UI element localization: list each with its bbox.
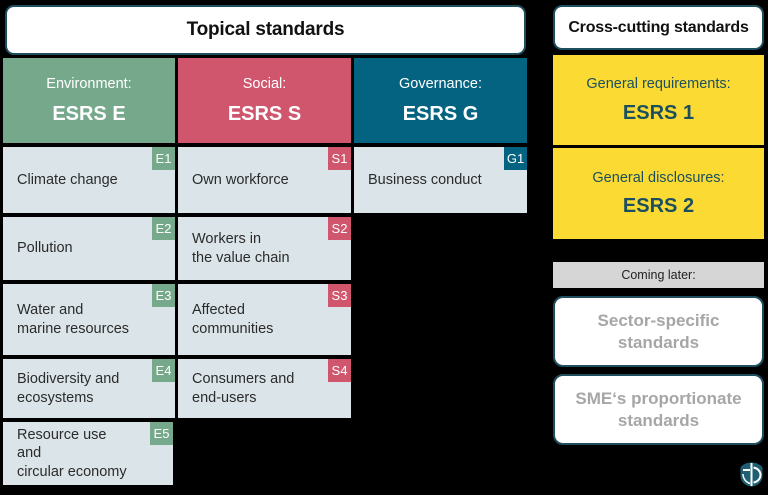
organization-logo bbox=[739, 461, 764, 488]
topic-badge-s3: S3 bbox=[328, 284, 351, 307]
logo-icon bbox=[740, 462, 763, 487]
topic-label-e3: Water and marine resources bbox=[17, 301, 130, 337]
topic-badge-e1: E1 bbox=[152, 147, 175, 170]
topic-label-s2: Workers in the value chain bbox=[192, 230, 290, 266]
topic-label-s4: Consumers and end-users bbox=[192, 370, 295, 406]
cross-cutting-esrs2-category: General disclosures: bbox=[592, 169, 725, 186]
cross-cutting-esrs2: General disclosures: ESRS 2 bbox=[553, 148, 764, 239]
topic-cell-s4: Consumers and end-users S4 bbox=[178, 359, 351, 418]
topic-cell-g1: Business conduct G1 bbox=[354, 147, 527, 213]
coming-later-title: Coming later: bbox=[621, 268, 696, 282]
cross-cutting-standards-header: Cross-cutting standards bbox=[553, 5, 764, 50]
topic-badge-e2: E2 bbox=[152, 217, 175, 240]
topic-cell-e2: Pollution E2 bbox=[3, 217, 175, 280]
future-sme-proportionate-standards: SME‘s proportionate standards bbox=[553, 374, 764, 445]
topical-standards-header: Topical standards bbox=[5, 5, 526, 55]
cross-cutting-esrs2-code: ESRS 2 bbox=[622, 195, 695, 218]
topic-badge-s1: S1 bbox=[328, 147, 351, 170]
topic-badge-e4: E4 bbox=[152, 359, 175, 382]
pillar-social-code: ESRS S bbox=[227, 102, 302, 125]
topic-badge-s2: S2 bbox=[328, 217, 351, 240]
cross-cutting-standards-title: Cross-cutting standards bbox=[568, 18, 749, 36]
pillar-governance-category: Governance: bbox=[398, 76, 483, 93]
topic-label-e1: Climate change bbox=[17, 171, 118, 188]
cross-cutting-esrs1-code: ESRS 1 bbox=[622, 101, 695, 124]
pillar-environment-category: Environment: bbox=[46, 76, 132, 93]
topic-cell-e3: Water and marine resources E3 bbox=[3, 284, 175, 355]
pillar-environment-code: ESRS E bbox=[52, 102, 126, 125]
pillar-governance: Governance: ESRS G bbox=[354, 58, 527, 143]
topic-cell-e4: Biodiversity and ecosystems E4 bbox=[3, 359, 175, 418]
future-sector-specific-standards: Sector-specific standards bbox=[553, 296, 764, 367]
topical-standards-title: Topical standards bbox=[186, 19, 345, 40]
topic-label-s1: Own workforce bbox=[192, 171, 289, 188]
topic-badge-e5: E5 bbox=[150, 422, 173, 445]
coming-later-header: Coming later: bbox=[553, 262, 764, 288]
topic-cell-s3: Affected communities S3 bbox=[178, 284, 351, 355]
cross-cutting-esrs1: General requirements: ESRS 1 bbox=[553, 55, 764, 145]
topic-label-e4: Biodiversity and ecosystems bbox=[17, 370, 120, 406]
pillar-environment: Environment: ESRS E bbox=[3, 58, 175, 143]
topic-label-g1: Business conduct bbox=[368, 171, 482, 188]
cross-cutting-esrs1-category: General requirements: bbox=[586, 76, 731, 93]
topic-badge-g1: G1 bbox=[504, 147, 527, 170]
topic-label-e5: Resource use and circular economy bbox=[17, 426, 127, 480]
topic-label-s3: Affected communities bbox=[192, 301, 274, 337]
topic-badge-s4: S4 bbox=[328, 359, 351, 382]
topic-cell-e5: Resource use and circular economy E5 bbox=[3, 422, 173, 485]
topic-cell-s1: Own workforce S1 bbox=[178, 147, 351, 213]
topic-cell-e1: Climate change E1 bbox=[3, 147, 175, 213]
topic-label-e2: Pollution bbox=[17, 240, 73, 257]
topic-cell-s2: Workers in the value chain S2 bbox=[178, 217, 351, 280]
future-sme-label: SME‘s proportionate standards bbox=[575, 389, 742, 430]
pillar-social-category: Social: bbox=[242, 76, 287, 93]
topic-badge-e3: E3 bbox=[152, 284, 175, 307]
future-sector-specific-label: Sector-specific standards bbox=[597, 311, 720, 352]
pillar-governance-code: ESRS G bbox=[402, 102, 479, 125]
pillar-social: Social: ESRS S bbox=[178, 58, 351, 143]
